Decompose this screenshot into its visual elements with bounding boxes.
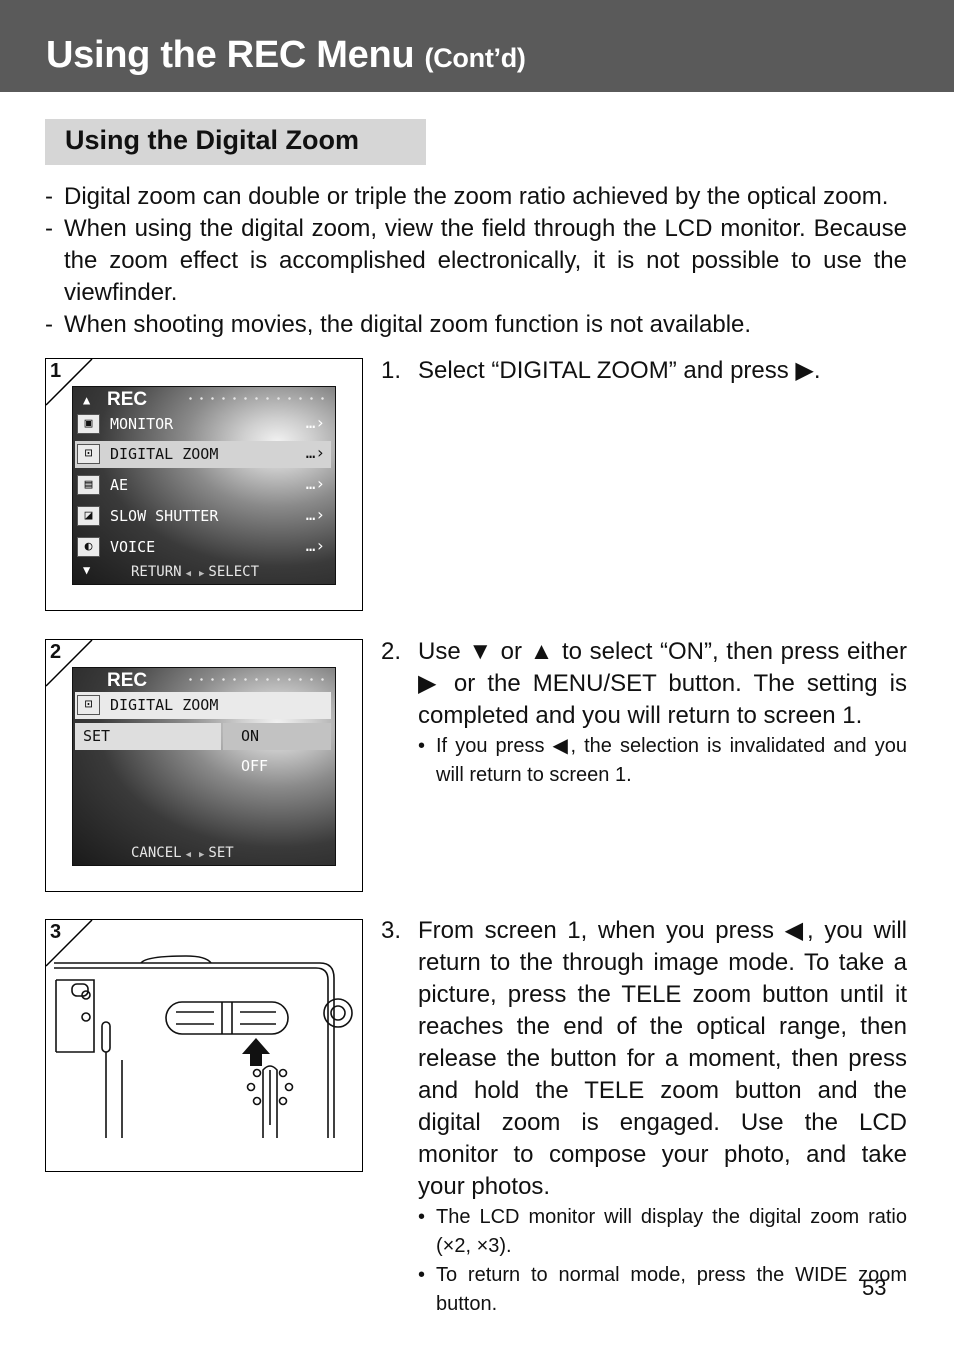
lcd-dot-rule: [185, 678, 327, 681]
lcd-screen-title: REC: [107, 670, 148, 691]
lcd-menu-label: AE: [110, 476, 129, 494]
submenu-arrow-icon: …›: [305, 536, 325, 555]
right-arrow-icon: ▶: [199, 850, 205, 860]
step-note: • The LCD monitor will display the digit…: [418, 1203, 907, 1261]
figure-corner-line: [46, 640, 93, 687]
page-title-subtitle: (Cont’d): [424, 43, 526, 73]
bullet-icon: •: [418, 1206, 426, 1228]
step-number: 3.: [381, 917, 402, 944]
scroll-up-icon: ▲: [83, 393, 91, 407]
footer-set-label: SET: [208, 845, 234, 861]
intro-text: When using the digital zoom, view the fi…: [64, 215, 907, 306]
bullet-icon: •: [418, 735, 426, 757]
figure-2: 2 REC ⊡ DIGITAL ZOOM SET ON OFF CANCEL◀ ▶…: [45, 639, 363, 892]
step-number: 1.: [381, 357, 402, 384]
camera-zoom-button-illustration: [54, 955, 353, 1138]
page-title: Using the REC Menu (Cont’d): [46, 34, 526, 77]
step-text: Select “DIGITAL ZOOM” and press ▶.: [418, 357, 821, 384]
lcd-menu-label: SLOW SHUTTER: [110, 507, 219, 525]
step-3: 3. From screen 1, when you press ◀, you …: [381, 915, 907, 1319]
step-1: 1. Select “DIGITAL ZOOM” and press ▶.: [381, 355, 907, 387]
scroll-down-icon: ▼: [83, 563, 91, 577]
intro-item: - Digital zoom can double or triple the …: [45, 181, 907, 213]
bullet-icon: •: [418, 1264, 426, 1286]
lcd-menu-item-slow-shutter: ◪ SLOW SHUTTER …›: [75, 503, 331, 530]
lcd-menu-item-monitor: ▣ MONITOR …›: [75, 411, 331, 438]
intro-dash: -: [45, 215, 53, 242]
slow-shutter-icon: ◪: [77, 506, 100, 526]
footer-cancel-label: CANCEL: [131, 845, 182, 861]
step-text: Use ▼ or ▲ to select “ON”, then press ei…: [418, 638, 907, 729]
lcd-screen-digital-zoom: REC ⊡ DIGITAL ZOOM SET ON OFF CANCEL◀▶SE…: [72, 667, 336, 866]
step-note: • To return to normal mode, press the WI…: [418, 1261, 907, 1319]
section-heading-box: Using the Digital Zoom: [45, 119, 426, 165]
step-text: From screen 1, when you press ◀, you wil…: [418, 917, 907, 1200]
figure-corner-line: [46, 359, 93, 406]
digital-zoom-icon: ⊡: [77, 695, 100, 715]
step-note-text: The LCD monitor will display the digital…: [436, 1206, 907, 1257]
intro-item: - When shooting movies, the digital zoom…: [45, 309, 907, 341]
footer-return-label: RETURN: [131, 564, 182, 580]
left-arrow-icon: ◀: [185, 569, 191, 579]
step-number: 2.: [381, 638, 402, 665]
intro-dash: -: [45, 311, 53, 338]
lcd-menu-label: VOICE: [110, 538, 156, 556]
voice-icon: ◐: [77, 537, 100, 557]
lcd-menu-item-digital-zoom: ⊡ DIGITAL ZOOM …›: [75, 441, 331, 468]
lcd-dot-rule: [185, 397, 327, 400]
ae-icon: ▤: [77, 475, 100, 495]
right-arrow-icon: ▶: [199, 569, 205, 579]
lcd-screen-rec-menu: ▲ REC ▣ MONITOR …› ⊡ DIGITAL ZOOM …› ▤ A…: [72, 386, 336, 585]
lcd-menu-item-ae: ▤ AE …›: [75, 472, 331, 499]
lcd-set-row: SET: [75, 723, 221, 750]
lcd-footer: RETURN◀ ▶SELECT: [131, 564, 259, 580]
intro-text: When shooting movies, the digital zoom f…: [64, 311, 752, 338]
figure-corner-line: [46, 920, 93, 967]
step-note: • If you press ◀, the selection is inval…: [418, 732, 907, 790]
step-2: 2. Use ▼ or ▲ to select “ON”, then press…: [381, 636, 907, 790]
intro-list: - Digital zoom can double or triple the …: [45, 181, 907, 341]
lcd-set-label: SET: [83, 727, 111, 745]
figure-1: 1 ▲ REC ▣ MONITOR …› ⊡ DIGITAL ZOOM …› ▤…: [45, 358, 363, 611]
footer-select-label: SELECT: [208, 564, 259, 580]
lcd-screen-title: REC: [107, 389, 148, 410]
monitor-icon: ▣: [77, 414, 100, 434]
intro-dash: -: [45, 183, 53, 210]
step-note-text: If you press ◀, the selection is invalid…: [436, 735, 907, 786]
figure-number: 3: [50, 921, 62, 943]
lcd-submenu-title-row: ⊡ DIGITAL ZOOM: [75, 692, 331, 719]
submenu-arrow-icon: …›: [305, 474, 325, 493]
lcd-menu-item-voice: ◐ VOICE …›: [75, 534, 331, 561]
figure-number: 1: [50, 360, 62, 382]
lcd-footer: CANCEL◀ ▶SET: [131, 845, 234, 861]
lcd-submenu-title: DIGITAL ZOOM: [110, 696, 219, 714]
lcd-menu-label: MONITOR: [110, 415, 174, 433]
step-note-text: To return to normal mode, press the WIDE…: [436, 1264, 907, 1315]
figure-3: 3: [45, 919, 363, 1172]
page-number: 53: [862, 1275, 887, 1300]
lcd-menu-label: DIGITAL ZOOM: [110, 445, 219, 463]
submenu-arrow-icon: …›: [305, 413, 325, 432]
lcd-option-on: ON: [223, 723, 331, 750]
lcd-option-label: OFF: [241, 757, 269, 775]
intro-item: - When using the digital zoom, view the …: [45, 213, 907, 309]
intro-text: Digital zoom can double or triple the zo…: [64, 183, 889, 210]
page-header: Using the REC Menu (Cont’d): [0, 0, 954, 92]
lcd-option-off: OFF: [223, 753, 331, 780]
lcd-option-label: ON: [241, 727, 260, 745]
figure-number: 2: [50, 641, 62, 663]
section-title: Using the Digital Zoom: [65, 125, 359, 155]
submenu-arrow-icon: …›: [305, 443, 325, 462]
page-title-main: Using the REC Menu: [46, 34, 415, 76]
submenu-arrow-icon: …›: [305, 505, 325, 524]
left-arrow-icon: ◀: [185, 850, 191, 860]
digital-zoom-icon: ⊡: [77, 444, 100, 464]
